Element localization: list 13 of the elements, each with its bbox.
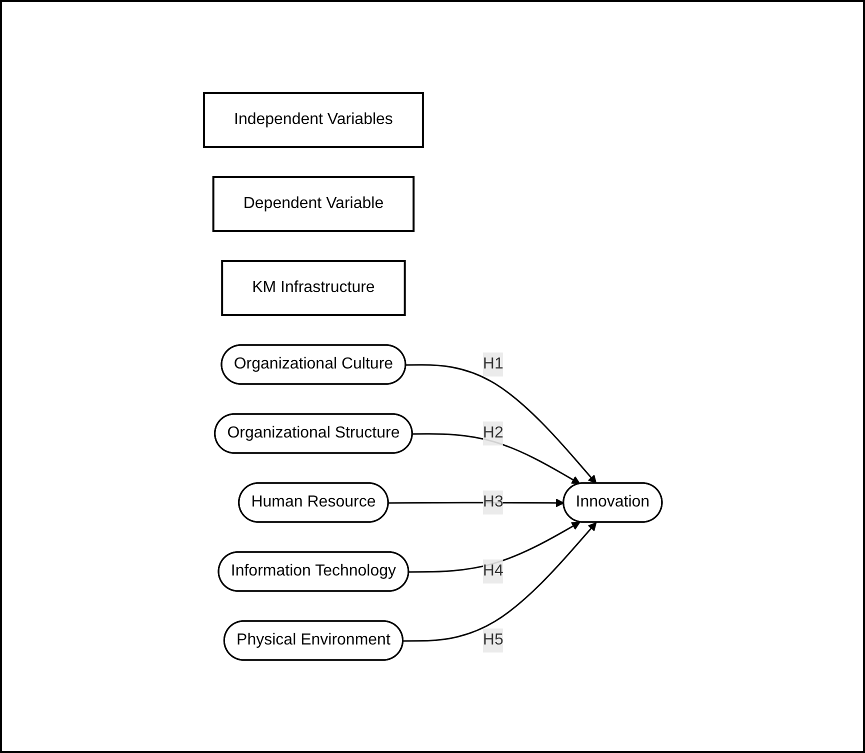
edge-label: H2	[482, 424, 503, 442]
arrow	[412, 433, 580, 484]
arrow	[402, 522, 596, 642]
arrow	[388, 498, 564, 508]
edge-label: H1	[482, 355, 503, 372]
node-box: Dependent Variable	[212, 176, 414, 232]
arrow	[405, 364, 596, 484]
edge-label: H3	[482, 493, 503, 510]
node-box: KM Infrastructure	[220, 260, 406, 316]
node-box: Independent Variables	[202, 92, 424, 148]
edge-label: H4	[482, 562, 503, 580]
edge-label: H5	[482, 631, 503, 648]
arrow	[408, 522, 580, 573]
